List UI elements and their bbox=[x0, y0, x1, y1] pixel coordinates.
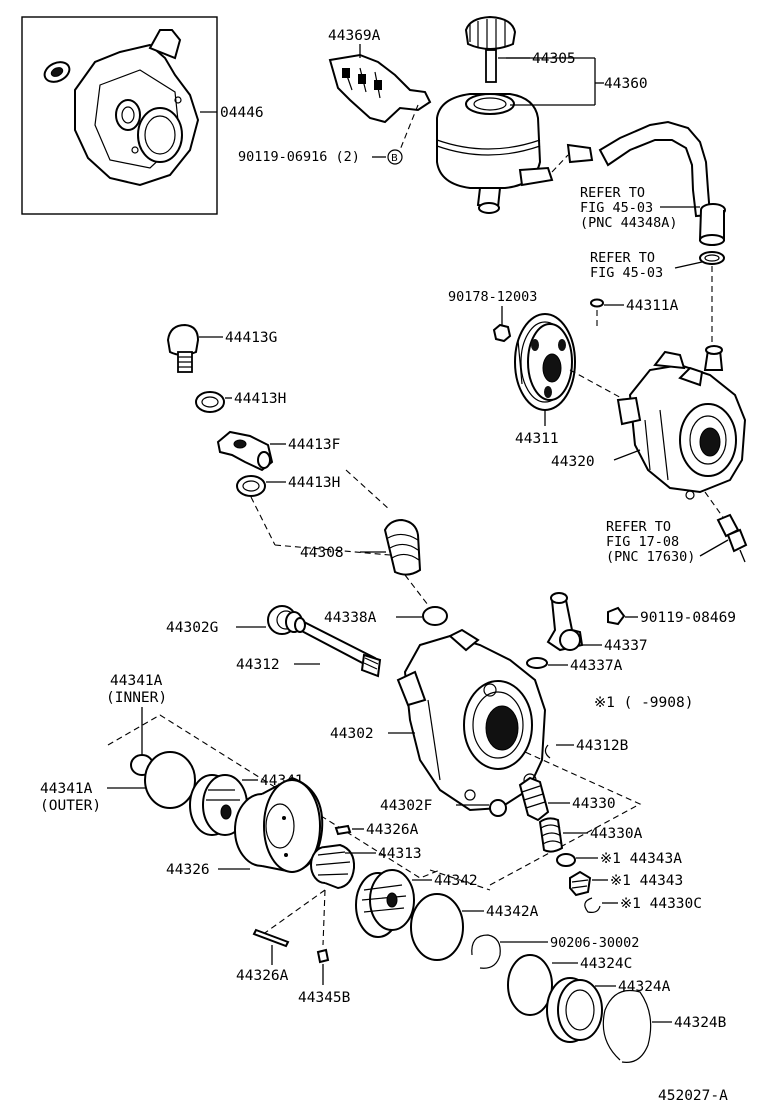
label-44302g: 44302G bbox=[166, 620, 218, 636]
label-44342a: 44342A bbox=[486, 904, 539, 920]
label-44413h-2: 44413H bbox=[288, 475, 340, 491]
figure-code: 452027-A bbox=[658, 1088, 728, 1104]
label-44324a: 44324A bbox=[618, 979, 671, 995]
label-44341a-inner-2: (INNER) bbox=[106, 690, 167, 706]
label-44341a-outer-2: (OUTER) bbox=[40, 798, 101, 814]
rotor bbox=[310, 843, 356, 890]
nut bbox=[492, 323, 512, 343]
pump-assembly bbox=[616, 345, 747, 500]
label-44313: 44313 bbox=[378, 846, 422, 862]
reservoir-cap bbox=[464, 15, 517, 83]
o-ring-44338a bbox=[422, 606, 448, 626]
label-44311: 44311 bbox=[515, 431, 559, 447]
pump-shaft bbox=[294, 617, 382, 678]
refer2-line1: REFER TO bbox=[590, 250, 655, 266]
pin-44326a-1 bbox=[334, 824, 352, 836]
side-plate bbox=[189, 774, 248, 836]
o-ring-44337a bbox=[526, 657, 548, 669]
pressure-switch bbox=[716, 513, 748, 563]
label-44320: 44320 bbox=[551, 454, 595, 470]
label-44337a: 44337A bbox=[570, 658, 623, 674]
o-ring-44324c bbox=[507, 954, 553, 1016]
label-44342: 44342 bbox=[434, 873, 478, 889]
label-44345b: 44345B bbox=[298, 990, 351, 1006]
snap-ring-44324b bbox=[602, 989, 652, 1063]
label-44360: 44360 bbox=[604, 76, 648, 92]
flow-control-valve bbox=[383, 518, 422, 576]
label-44413h-1: 44413H bbox=[234, 391, 286, 407]
label-44330a: 44330A bbox=[590, 826, 643, 842]
gasket-kit-box bbox=[21, 16, 218, 215]
inlet-union bbox=[546, 592, 584, 652]
union-fitting bbox=[216, 430, 274, 472]
label-44312: 44312 bbox=[236, 657, 280, 673]
label-44311a: 44311A bbox=[626, 298, 679, 314]
refer3-line1: REFER TO bbox=[606, 519, 671, 535]
refer2-line2: FIG 45-03 bbox=[590, 265, 663, 281]
label-44326a-1: 44326A bbox=[366, 822, 419, 838]
label-90119-06916: 90119-06916 (2) bbox=[238, 149, 360, 165]
label-44341a-outer-1: 44341A bbox=[40, 781, 93, 797]
bracket-44369a bbox=[328, 44, 432, 151]
o-ring-outer bbox=[144, 751, 196, 809]
label-44308: 44308 bbox=[300, 545, 344, 561]
label-44369a: 44369A bbox=[328, 28, 381, 44]
o-ring-44342a bbox=[410, 893, 464, 961]
label-90178-12003: 90178-12003 bbox=[448, 289, 537, 305]
woodruff-key bbox=[590, 298, 604, 308]
front-side-plate bbox=[355, 869, 415, 938]
footnote-9908: ※1 ( -9908) bbox=[594, 695, 693, 711]
label-44326: 44326 bbox=[166, 862, 210, 878]
label-44330: 44330 bbox=[572, 796, 616, 812]
label-44338a: 44338A bbox=[324, 610, 377, 626]
label-44413f: 44413F bbox=[288, 437, 340, 453]
pulley bbox=[514, 313, 576, 411]
reservoir-tank bbox=[436, 93, 554, 214]
vane-44345b bbox=[316, 948, 330, 964]
marker-b-icon bbox=[387, 149, 403, 165]
label-44343a: ※1 44343A bbox=[600, 851, 682, 867]
valve-44330 bbox=[518, 776, 550, 822]
bolt-90119-08469 bbox=[607, 606, 626, 626]
o-ring-44343a bbox=[556, 853, 576, 867]
pin-44326a-2 bbox=[252, 928, 290, 948]
label-44312b: 44312B bbox=[576, 738, 629, 754]
label-44324b: 44324B bbox=[674, 1015, 727, 1031]
snap-ring-90206 bbox=[471, 934, 501, 969]
cam-ring bbox=[234, 776, 324, 874]
plug-44343 bbox=[569, 870, 592, 897]
union-bolt bbox=[166, 323, 200, 373]
label-44326a-2: 44326A bbox=[236, 968, 289, 984]
label-44302: 44302 bbox=[330, 726, 374, 742]
refer3-line2: FIG 17-08 bbox=[606, 534, 679, 550]
snap-ring-44330c bbox=[584, 897, 601, 913]
refer1-line3: (PNC 44348A) bbox=[580, 215, 678, 231]
pump-housing bbox=[396, 628, 547, 812]
pump-cover bbox=[546, 977, 603, 1043]
label-44302f: 44302F bbox=[380, 798, 432, 814]
label-44343: ※1 44343 bbox=[610, 873, 683, 889]
plug-44302f bbox=[489, 799, 507, 817]
spring-44330a bbox=[538, 817, 564, 853]
refer1-line2: FIG 45-03 bbox=[580, 200, 653, 216]
label-90119-08469: 90119-08469 bbox=[640, 610, 736, 626]
gasket-washer-2 bbox=[236, 475, 266, 497]
label-44305: 44305 bbox=[532, 51, 576, 67]
refer1-line1: REFER TO bbox=[580, 185, 645, 201]
label-44341a-inner-1: 44341A bbox=[110, 673, 163, 689]
label-04446: 04446 bbox=[220, 105, 264, 121]
label-44337: 44337 bbox=[604, 638, 648, 654]
refer3-line3: (PNC 17630) bbox=[606, 549, 695, 565]
label-44330c: ※1 44330C bbox=[620, 896, 702, 912]
label-90206-30002: 90206-30002 bbox=[550, 935, 639, 951]
label-44413g: 44413G bbox=[225, 330, 277, 346]
return-hose bbox=[551, 120, 726, 246]
snap-ring-44312b bbox=[544, 744, 551, 759]
marker-b-letter: B bbox=[391, 153, 398, 164]
gasket-washer-1 bbox=[195, 391, 225, 413]
label-44324c: 44324C bbox=[580, 956, 632, 972]
hose-clamp bbox=[699, 251, 725, 265]
